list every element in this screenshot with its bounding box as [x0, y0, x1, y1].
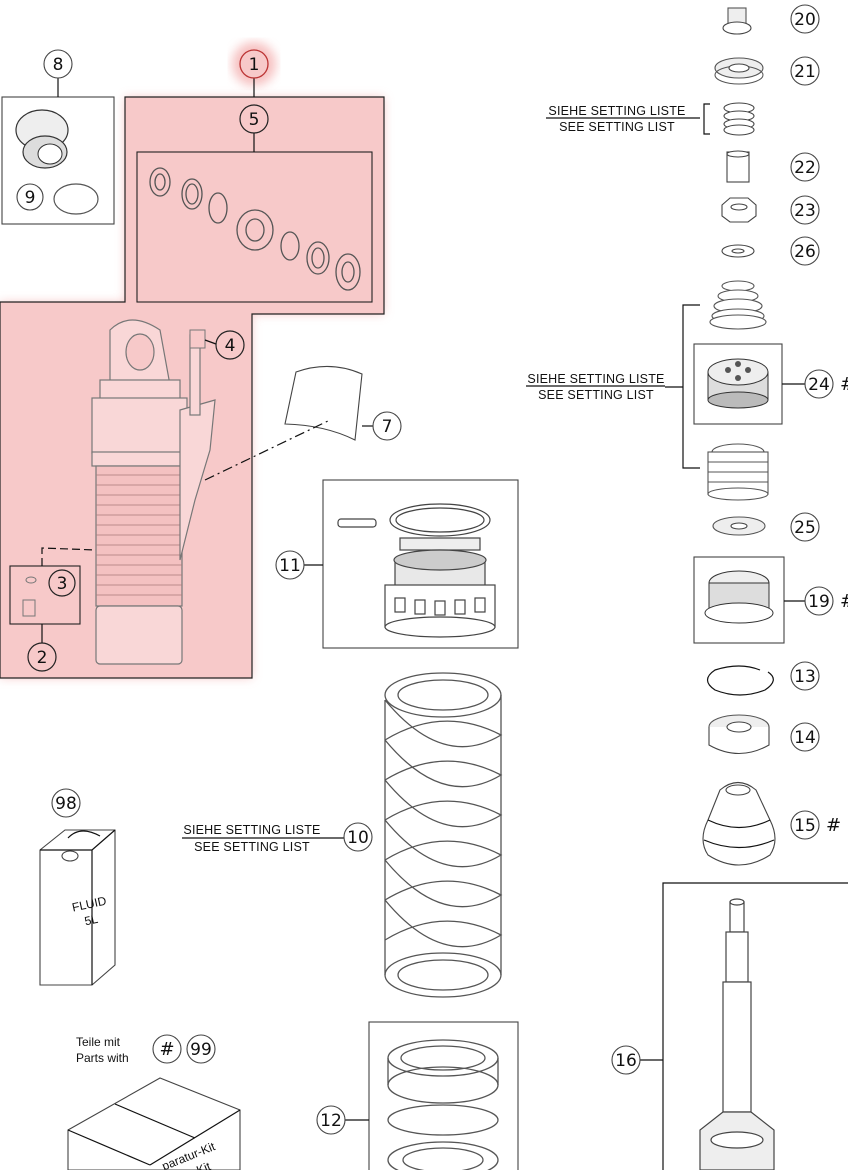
part-25	[712, 516, 766, 536]
piston-rod-box	[640, 882, 848, 1170]
reservoir-cap-part	[15, 109, 69, 169]
label-12: 12	[320, 1111, 342, 1131]
label-20: 20	[794, 10, 816, 30]
setting-note-top-en: SEE SETTING LIST	[559, 120, 675, 134]
setting-note-10-en: SEE SETTING LIST	[194, 840, 310, 854]
callout-22[interactable]: 22	[790, 152, 820, 182]
hash-mark-99: #	[159, 1039, 174, 1060]
repair-kit-box: paratur-Kit Kit	[67, 1077, 241, 1170]
fluid-label-line2: 5L	[83, 912, 99, 929]
callout-14[interactable]: 14	[790, 722, 820, 752]
label-23: 23	[794, 201, 816, 221]
label-11: 11	[279, 556, 301, 576]
kit-label-line2: Kit	[194, 1159, 213, 1170]
part-15	[702, 781, 776, 866]
reservoir-cap-box: 9	[1, 78, 115, 225]
piston-rod-part	[699, 898, 775, 1170]
rebound-piston-box	[693, 556, 805, 644]
label-24: 24	[808, 375, 830, 395]
label-14: 14	[794, 728, 816, 748]
valve-box: 3	[9, 547, 97, 625]
label-4: 4	[225, 336, 236, 356]
label-13: 13	[794, 667, 816, 687]
preload-adjuster-part	[337, 503, 496, 638]
spring-part	[384, 672, 503, 998]
piston-box	[693, 343, 805, 425]
setting-note-top-de: SIEHE SETTING LISTE	[548, 104, 685, 118]
label-1: 1	[249, 55, 260, 75]
setting-note-mid-en: SEE SETTING LIST	[538, 388, 654, 402]
label-2: 2	[37, 648, 48, 668]
setting-note-top: SIEHE SETTING LISTE SEE SETTING LIST	[546, 103, 710, 135]
part-20	[722, 7, 752, 35]
label-9: 9	[25, 188, 36, 208]
setting-note-10-de: SIEHE SETTING LISTE	[183, 823, 320, 837]
label-21: 21	[794, 62, 816, 82]
seal-kit-box	[136, 133, 373, 303]
callout-98[interactable]: 98	[51, 788, 81, 818]
callout-26[interactable]: 26	[790, 236, 820, 266]
label-19: 19	[808, 592, 830, 612]
callout-11[interactable]: 11	[275, 550, 305, 580]
parts-with-en: Parts with	[76, 1051, 129, 1065]
label-15: 15	[794, 816, 816, 836]
callout-8[interactable]: 8	[43, 49, 73, 79]
hash-mark-19: #	[840, 591, 848, 612]
label-7: 7	[382, 417, 393, 437]
label-25: 25	[794, 518, 816, 538]
part-22	[726, 150, 750, 183]
label-22: 22	[794, 158, 816, 178]
preload-adjuster-box	[304, 479, 519, 649]
setting-bracket-mid: SIEHE SETTING LISTE SEE SETTING LIST	[526, 304, 700, 469]
spring-seat-parts	[387, 1039, 499, 1170]
callout-21[interactable]: 21	[790, 56, 820, 86]
part-14	[708, 714, 770, 754]
label-98: 98	[55, 794, 77, 814]
repair-kit-note: Teile mit Parts with # 99	[76, 1034, 216, 1065]
callout-23[interactable]: 23	[790, 195, 820, 225]
callout-25[interactable]: 25	[790, 512, 820, 542]
callout-15[interactable]: 15 #	[790, 810, 841, 840]
label-16: 16	[615, 1051, 637, 1071]
shim-stack-lower	[707, 443, 769, 501]
part-21	[714, 57, 764, 85]
part-13	[706, 665, 774, 696]
hash-mark-24: #	[840, 374, 848, 395]
label-26: 26	[794, 242, 816, 262]
setting-note-mid-de: SIEHE SETTING LISTE	[527, 372, 664, 386]
callout-1[interactable]: 1	[239, 49, 269, 97]
spring-seat-box	[345, 1021, 519, 1170]
hash-mark-15: #	[826, 815, 841, 836]
callout-4[interactable]: 4	[189, 329, 245, 360]
label-10: 10	[347, 828, 369, 848]
label-3: 3	[57, 574, 68, 594]
callout-7[interactable]: 7	[204, 365, 402, 481]
callout-16[interactable]: 16	[611, 1045, 641, 1075]
shock-absorber-body	[91, 319, 216, 665]
fluid-can: FLUID 5L	[39, 829, 116, 986]
callout-20[interactable]: 20	[790, 4, 820, 34]
label-5: 5	[249, 110, 260, 130]
part-26	[721, 244, 755, 258]
callout-13[interactable]: 13	[790, 661, 820, 691]
shim-stack-upper	[709, 280, 767, 330]
callout-12[interactable]: 12	[316, 1105, 346, 1135]
part-23	[721, 197, 757, 223]
callout-19[interactable]: 19 #	[804, 586, 848, 616]
label-99: 99	[190, 1040, 212, 1060]
callout-5[interactable]: 5	[239, 104, 269, 134]
parts-with-de: Teile mit	[76, 1035, 121, 1049]
callout-10[interactable]: SIEHE SETTING LISTE SEE SETTING LIST 10	[182, 822, 373, 854]
seal-kit-parts	[149, 167, 361, 291]
callout-24[interactable]: 24 #	[804, 369, 848, 399]
label-8: 8	[53, 55, 64, 75]
callout-2[interactable]: 2	[27, 624, 57, 672]
shim-stack-top	[723, 102, 755, 136]
